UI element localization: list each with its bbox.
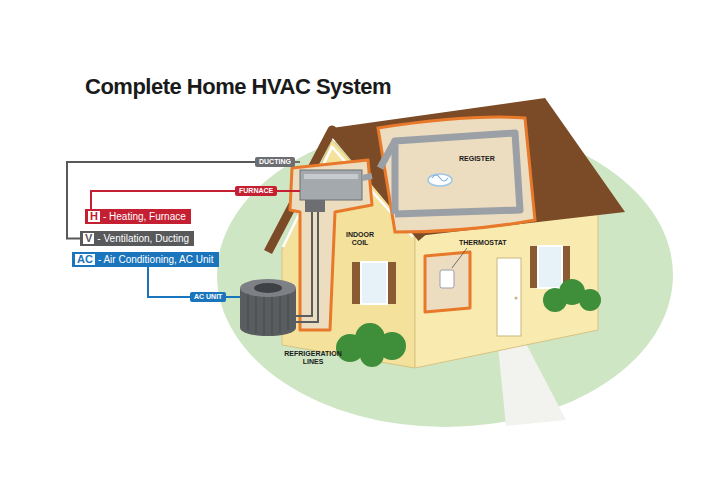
front-wall [415,212,598,368]
thermostat-cutout [425,252,470,312]
callout-tag: DUCTING [255,157,295,167]
part-label: INDOOR COIL [340,230,380,248]
duct [395,133,520,214]
box-text: AC UNIT [194,293,222,300]
duct [380,141,395,168]
box-text: - Air Conditioning, AC Unit [98,254,214,265]
key-box: H- Heating, Furnace [85,209,191,224]
attic-cutout [378,117,535,232]
register-vent [428,174,452,186]
ac-grill [248,294,288,335]
callout-tag: AC UNIT [190,292,226,302]
shutter [388,262,396,304]
refrigeration-line [295,212,318,322]
connector-line [67,162,255,239]
title: Complete Home HVAC System [85,74,391,100]
shutter [352,262,360,304]
key-box: AC- Air Conditioning, AC Unit [72,252,219,267]
window [538,246,562,288]
leader-line [452,248,467,268]
furnace-unit [300,170,362,200]
door [497,258,521,336]
part-label: REFRIGERATION LINES [281,349,345,367]
door-knob [515,297,518,300]
thermostat [440,270,454,288]
box-text: FURNACE [239,187,273,194]
indoor-coil [305,200,325,212]
box-text: - Heating, Furnace [103,211,186,222]
part-label: THERMOSTAT [458,238,508,248]
bush [543,279,601,312]
airflow [432,175,448,181]
key-letter: AC [75,254,95,265]
key-box: V- Ventilation, Ducting [80,231,194,246]
shutter [530,246,537,288]
box-text: DUCTING [259,158,291,165]
connector-line [148,267,190,297]
key-letter: H [88,211,100,222]
roof [332,98,625,236]
furnace-panel [304,174,358,179]
part-label: REGISTER [458,154,496,164]
callout-tag: FURNACE [235,186,277,196]
window [361,262,387,304]
ac-fan [254,283,282,293]
connector-line [91,191,235,209]
box-text: - Ventilation, Ducting [97,233,189,244]
refrigeration-line [295,212,312,316]
key-letter: V [83,233,94,244]
bush [336,323,406,367]
duct [362,176,372,178]
